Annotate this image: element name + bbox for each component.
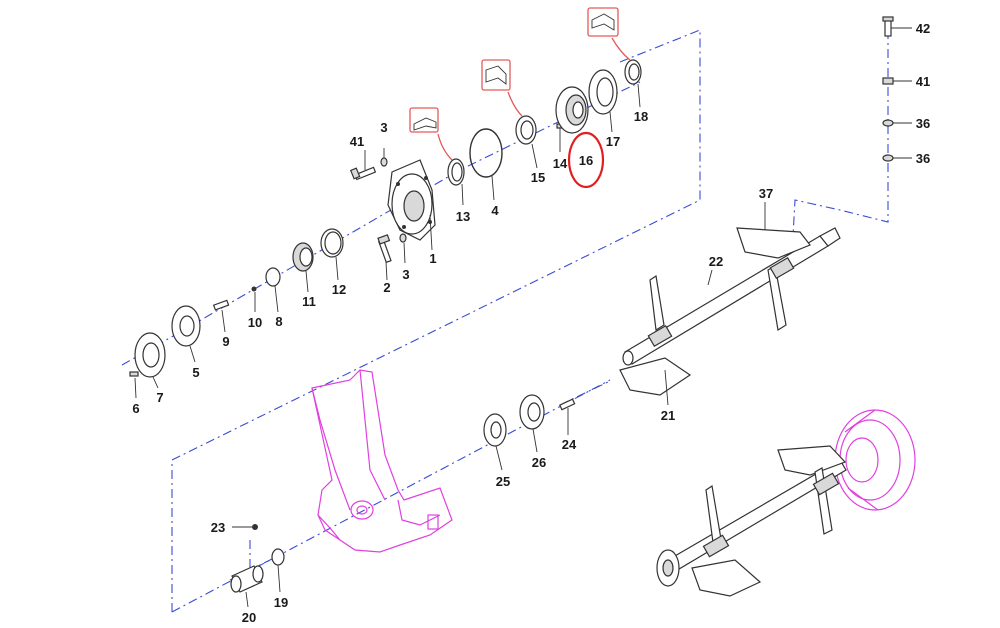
part-bushing-20 [230, 565, 264, 593]
part-label-24: 24 [562, 437, 577, 452]
part-plate-25 [483, 413, 507, 447]
part-nipple-23 [252, 524, 258, 530]
part-label-8: 8 [275, 314, 282, 329]
part-label-20: 20 [242, 610, 256, 625]
part-seal-15 [515, 115, 537, 145]
part-label-36-b: 36 [916, 151, 930, 166]
part-washer-36-a [882, 119, 894, 127]
part-bearing-11 [292, 242, 314, 272]
part-bolt-41 [349, 166, 377, 181]
part-bolt-42 [882, 16, 894, 37]
part-flange-26 [519, 394, 545, 430]
part-bolt-24 [559, 398, 576, 411]
assembled-rotor [656, 445, 847, 597]
part-washer-3-top [380, 157, 388, 167]
part-label-12: 12 [332, 282, 346, 297]
part-washer-3-bottom [399, 233, 407, 243]
part-bolt-6 [129, 371, 139, 377]
part-oring-4 [469, 128, 503, 178]
leader-lines [134, 27, 912, 608]
part-label-19: 19 [274, 595, 288, 610]
part-label-25: 25 [496, 474, 510, 489]
part-label-7: 7 [156, 390, 163, 405]
part-seal-18 [624, 59, 642, 85]
part-washer-36-b [882, 154, 894, 162]
part-label-14: 14 [553, 156, 568, 171]
part-label-17: 17 [606, 134, 620, 149]
part-label-18: 18 [634, 109, 648, 124]
part-flange-1 [387, 159, 436, 241]
part-label-6: 6 [132, 401, 139, 416]
part-label-15: 15 [531, 170, 545, 185]
part-plate-5 [171, 305, 201, 347]
part-label-3-bottom: 3 [402, 267, 409, 282]
part-bolt-2 [377, 234, 392, 264]
drum-housing [834, 409, 916, 511]
part-bolt-9 [212, 299, 230, 311]
part-label-1: 1 [429, 251, 436, 266]
part-bearing-housing-16 [555, 86, 589, 134]
part-label-5: 5 [192, 365, 199, 380]
part-label-26: 26 [532, 455, 546, 470]
part-flange-7 [134, 332, 166, 378]
seal-detail-callout-13 [409, 107, 453, 161]
part-label-3-top: 3 [380, 120, 387, 135]
assembly-lines [121, 29, 889, 613]
part-pin-10 [251, 286, 257, 292]
part-label-21: 21 [661, 408, 675, 423]
part-washer-8 [265, 267, 281, 287]
part-label-16: 16 [579, 153, 593, 168]
part-label-23: 23 [211, 520, 225, 535]
part-label-10: 10 [248, 315, 262, 330]
part-oring-12 [320, 228, 344, 258]
part-gasket-17 [588, 69, 618, 115]
seal-detail-callout-15 [481, 59, 523, 117]
rotor-shaft-assembly [619, 227, 841, 396]
part-label-13: 13 [456, 209, 470, 224]
part-label-2: 2 [383, 280, 390, 295]
gearbox-housing [311, 369, 453, 553]
part-label-11: 11 [302, 294, 316, 309]
seal-detail-callout-18 [587, 7, 631, 61]
part-nut-41 [882, 77, 894, 85]
part-label-42: 42 [916, 21, 930, 36]
part-label-4: 4 [491, 203, 499, 218]
part-seal-13 [447, 158, 465, 186]
part-label-41-left: 41 [350, 134, 364, 149]
part-label-9: 9 [222, 334, 229, 349]
part-label-36-a: 36 [916, 116, 930, 131]
part-label-37: 37 [759, 186, 773, 201]
part-labels: 41 3 1 2 3 13 4 15 14 16 17 18 6 7 5 9 1… [132, 21, 930, 625]
part-label-22: 22 [709, 254, 723, 269]
part-label-41-right: 41 [916, 74, 930, 89]
part-ring-19 [271, 548, 285, 566]
highlight-ring [567, 131, 605, 189]
